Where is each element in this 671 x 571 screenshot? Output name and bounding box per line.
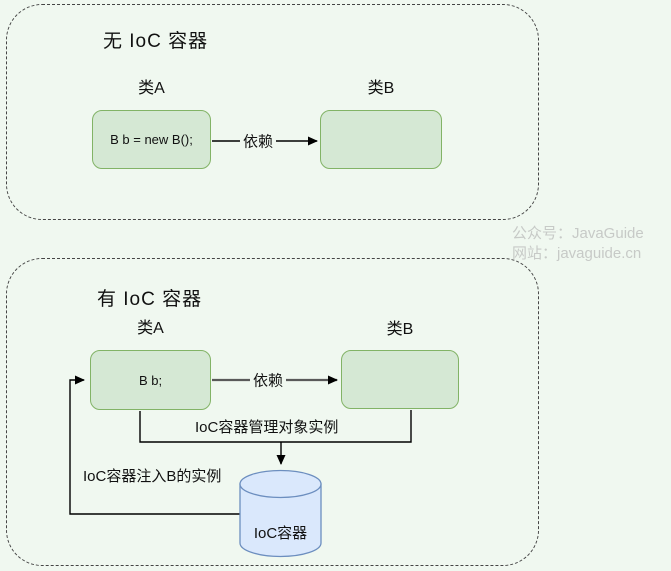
class-a-code-bottom: B b; [138, 372, 163, 388]
no-ioc-panel-title: 无 IoC 容器 [103, 31, 209, 52]
cylinder-body [239, 483, 322, 558]
dependency-label-top: 依赖 [239, 130, 277, 152]
inject-connector [69, 375, 240, 515]
class-b-label-bottom: 类B [386, 321, 414, 338]
manage-connector [139, 410, 412, 443]
no-ioc-panel [6, 4, 539, 220]
cylinder-top [239, 469, 322, 499]
class-a-box-top: B b = new B(); [92, 110, 211, 169]
ioc-container-label: IoC容器 [253, 525, 308, 542]
watermark-account: 公众号：JavaGuide [512, 225, 644, 242]
class-b-box-bottom [341, 350, 459, 409]
class-b-box-top [320, 110, 442, 169]
ioc-cylinder-shape [239, 469, 322, 558]
with-ioc-panel [6, 258, 539, 566]
dependency-label-bottom: 依赖 [249, 369, 287, 391]
inject-instance-label: IoC容器注入B的实例 [83, 468, 222, 485]
class-a-label-bottom: 类A [137, 320, 164, 337]
with-ioc-panel-title: 有 IoC 容器 [97, 289, 203, 310]
watermark: 公众号：JavaGuide 网站：javaguide.cn [512, 224, 644, 264]
class-b-label-top: 类B [367, 80, 395, 97]
manage-instances-label: IoC容器管理对象实例 [195, 419, 339, 436]
class-a-code-top: B b = new B(); [110, 132, 193, 147]
class-a-box-bottom: B b; [90, 350, 211, 410]
class-a-label-top: 类A [138, 80, 165, 97]
watermark-site: 网站：javaguide.cn [512, 245, 642, 262]
